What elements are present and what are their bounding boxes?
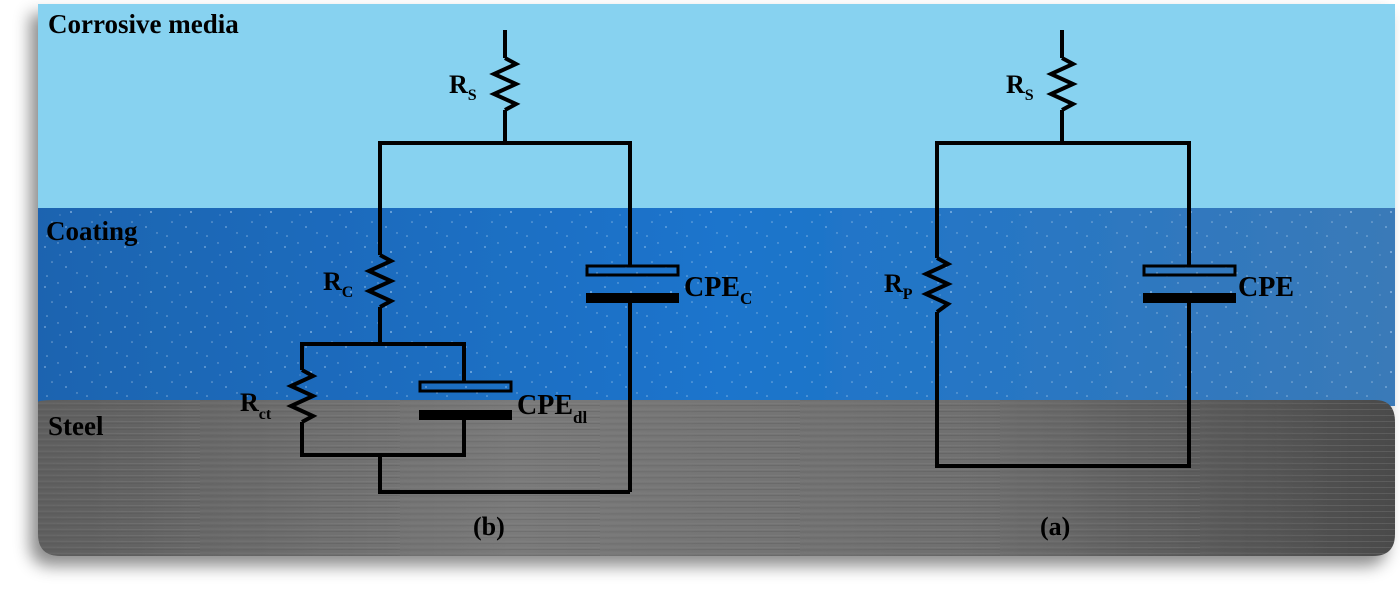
resistor-rc — [364, 253, 396, 309]
layer-corrosive-media — [38, 4, 1395, 209]
cpe-dl-plate-open — [418, 380, 513, 393]
label-cpe-dl: CPEdl — [517, 390, 587, 427]
layer-label-coating: Coating — [46, 216, 138, 246]
label-cpe: CPE — [1238, 272, 1294, 303]
resistor-rs-b — [489, 56, 521, 112]
label-cpe-c: CPEC — [684, 272, 752, 308]
cpe-c-plate-open — [585, 264, 680, 277]
label-rs-b: RS — [449, 70, 477, 104]
resistor-rs-a — [1046, 56, 1078, 112]
circuit-b — [286, 30, 680, 494]
layer-label-steel: Steel — [48, 411, 104, 441]
label-rc: RC — [323, 267, 353, 301]
cpe-plate-open — [1142, 264, 1237, 277]
label-rs-a: RS — [1006, 70, 1034, 104]
resistor-rp — [921, 256, 953, 314]
layer-stack — [38, 4, 1395, 556]
circuit-a — [921, 30, 1237, 468]
label-rp: RP — [884, 269, 913, 303]
cpe-plate-solid — [1143, 293, 1236, 303]
caption-a: (a) — [1040, 512, 1070, 541]
cpe-dl-plate-solid — [419, 410, 512, 420]
label-rct: Rct — [240, 388, 272, 423]
layer-label-corrosive-media: Corrosive media — [48, 9, 239, 39]
cpe-c-plate-solid — [586, 293, 679, 303]
resistor-rct — [286, 368, 318, 424]
caption-b: (b) — [473, 512, 505, 541]
